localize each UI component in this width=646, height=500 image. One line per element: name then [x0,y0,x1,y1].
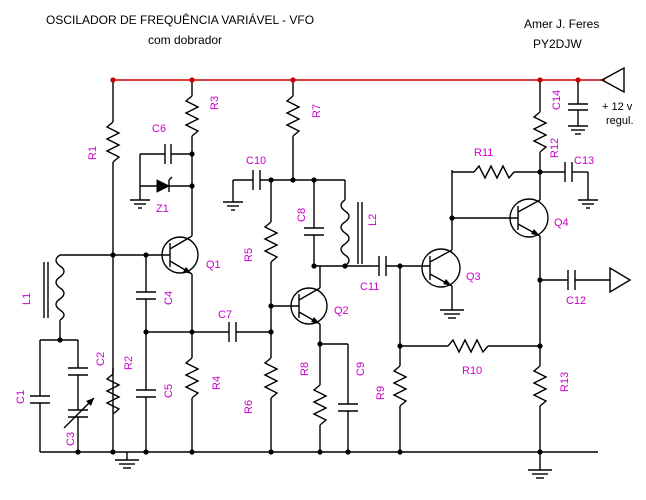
inductor-l2-icon [340,180,363,267]
junction-dot [290,177,296,183]
label-c12: C12 [566,295,586,307]
label-c10: C10 [246,155,266,167]
label-c7: C7 [218,309,232,321]
resistor-r12 [532,80,548,196]
junction-dot [268,329,274,335]
resistor-r1 [105,80,121,452]
label-r8: R8 [299,362,311,376]
capacitor-c9 [338,344,358,452]
schematic-title: OSCILADOR DE FREQUÊNCIA VARIÁVEL - VFO [46,12,314,27]
transistor-q2-icon [271,266,328,344]
label-c11: C11 [360,281,379,293]
label-c1: C1 [15,390,27,404]
label-c5: C5 [163,384,175,398]
label-q2: Q2 [334,305,349,317]
ground-icon [115,452,139,469]
label-r3: R3 [209,96,221,110]
label-l2: L2 [367,214,379,226]
junction-dot [342,263,348,269]
label-c4: C4 [163,291,175,305]
label-r10: R10 [462,365,482,377]
resistor-r13 [532,365,548,452]
zener-z1-icon [130,154,192,209]
label-r7: R7 [311,104,323,118]
resistor-r9 [392,266,408,452]
capacitor-c8 [304,180,324,266]
label-q3: Q3 [466,271,481,283]
junction-dot [311,263,317,269]
transistor-q4-icon [452,196,549,366]
label-r1: R1 [87,146,99,160]
capacitor-c10 [223,170,345,211]
resistor-r4 [184,357,200,452]
label-r6: R6 [243,400,255,414]
inductor-l1-icon [43,254,65,340]
capacitor-c13 [540,162,598,209]
resistor-r2 [105,368,121,415]
capacitor-c2 [68,340,88,396]
junction-dot [189,183,195,189]
junction-dot [189,151,195,157]
capacitor-c4 [136,255,156,390]
junction-dot [57,337,63,343]
label-r9: R9 [375,386,387,400]
resistor-r8 [312,344,328,452]
label-c9: C9 [355,362,367,376]
author-name: Amer J. Feres [524,17,599,31]
label-c3: C3 [65,432,77,446]
label-q4: Q4 [554,217,569,229]
resistor-r6 [263,357,279,452]
supply-rail-junctions [110,77,581,83]
resistor-r11 [452,164,540,180]
rf-output-terminal-icon [609,266,632,294]
transistor-q1-icon [146,232,199,358]
label-c6: C6 [152,123,166,135]
resistor-r7 [285,80,301,180]
label-l1: L1 [21,293,33,305]
label-r11: R11 [474,147,493,159]
ground-icon [528,452,552,479]
label-q1: Q1 [206,259,221,271]
supply-label-regulated: regul. [606,115,634,127]
resistor-r10 [400,338,540,354]
label-r12: R12 [549,138,561,158]
junction-dot [110,252,116,258]
supply-label-voltage: + 12 v [602,101,633,113]
capacitor-c1 [30,340,50,452]
supply-terminal-icon [600,66,625,94]
label-c2: C2 [95,352,107,366]
label-c8: C8 [296,208,308,222]
ground-rail-junctions [75,449,543,455]
author-callsign: PY2DJW [533,37,582,51]
label-r4: R4 [211,376,223,390]
capacitor-c6 [140,144,192,164]
label-c13: C13 [574,155,594,167]
capacitor-c14 [568,80,588,135]
label-c14: C14 [551,90,563,110]
transistor-q3-icon [421,170,464,319]
schematic-subtitle: com dobrador [148,33,222,47]
label-r5: R5 [243,248,255,262]
capacitor-c12 [540,270,610,290]
capacitor-c5 [136,389,156,452]
junction-dot [143,329,149,335]
resistor-r5 [263,180,279,358]
capacitor-c7 [192,322,271,342]
label-r13: R13 [559,372,571,392]
label-z1: Z1 [156,203,169,215]
variable-capacitor-c3-icon [63,396,95,452]
label-r2: R2 [123,356,135,370]
